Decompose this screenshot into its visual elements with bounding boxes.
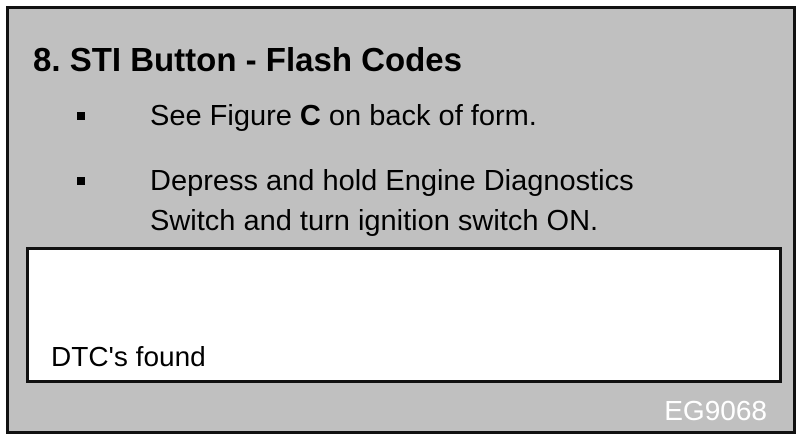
square-bullet-icon — [77, 177, 85, 185]
square-bullet-icon — [77, 112, 85, 120]
form-code: EG9068 — [664, 395, 767, 426]
instruction-text-before: See Figure — [150, 100, 300, 132]
instruction-depress-line-2: Switch and turn ignition switch ON. — [150, 205, 599, 237]
dtc-found-label: DTC's found — [51, 341, 206, 372]
dtc-answer-field[interactable]: DTC's found — [26, 247, 782, 383]
section-title: 8. STI Button - Flash Codes — [33, 41, 463, 78]
instruction-see-figure: See Figure C on back of form. — [150, 100, 537, 133]
flash-codes-panel: 8. STI Button - Flash Codes See Figure C… — [6, 6, 796, 434]
figure-letter: C — [299, 100, 321, 132]
instruction-depress-line-1: Depress and hold Engine Diagnostics — [150, 165, 634, 197]
instruction-text-after: on back of form. — [320, 100, 537, 132]
